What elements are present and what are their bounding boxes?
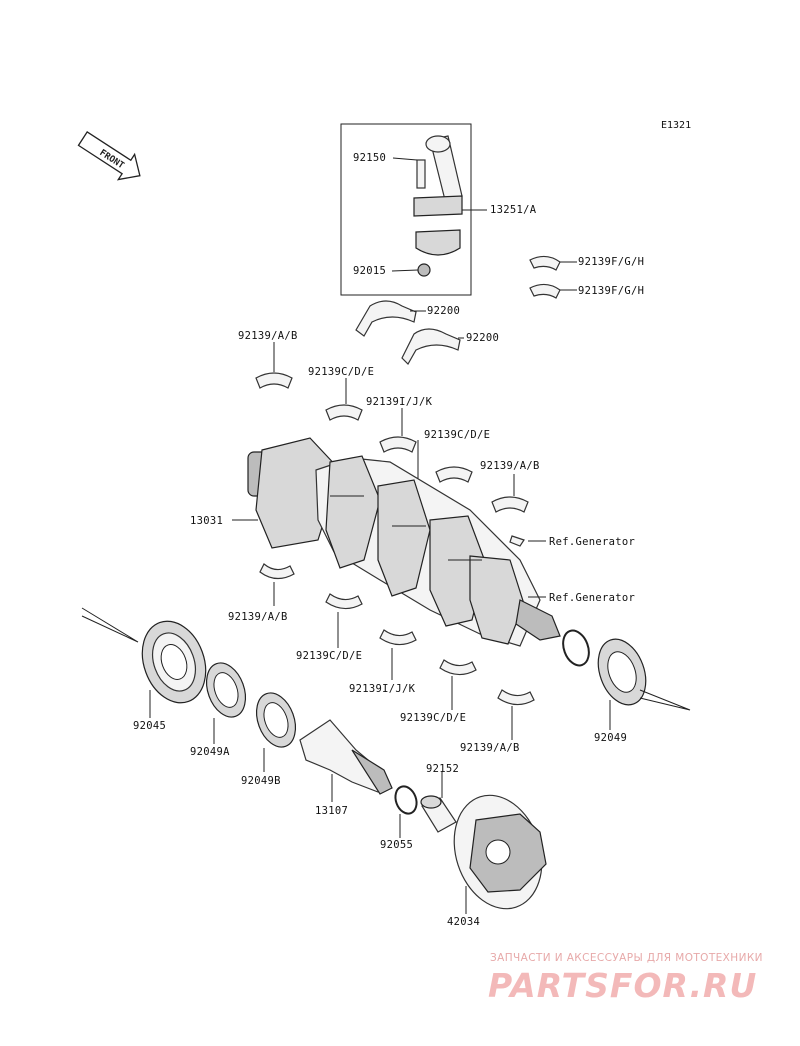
upper-bearing-shells bbox=[255, 372, 529, 513]
lower-bearing-shells bbox=[259, 563, 535, 706]
label-92139cde-3[interactable]: 92139C/D/E bbox=[296, 650, 363, 662]
coupling-42034 bbox=[453, 794, 547, 910]
label-92049b[interactable]: 92049B bbox=[241, 775, 281, 787]
label-92139ab-4[interactable]: 92139/A/B bbox=[460, 742, 520, 754]
label-92049[interactable]: 92049 bbox=[594, 732, 628, 744]
front-arrow-icon: FRONT bbox=[77, 131, 141, 181]
collar-92152 bbox=[420, 795, 457, 833]
label-92139cde-4[interactable]: 92139C/D/E bbox=[400, 712, 467, 724]
label-42034[interactable]: 42034 bbox=[447, 916, 481, 928]
label-ref-generator-1[interactable]: Ref.Generator bbox=[549, 536, 636, 548]
leader-92045-arrow bbox=[81, 607, 139, 643]
label-13031[interactable]: 13031 bbox=[190, 515, 224, 527]
label-92049a[interactable]: 92049A bbox=[190, 746, 230, 758]
label-92045[interactable]: 92045 bbox=[133, 720, 167, 732]
label-92015[interactable]: 92015 bbox=[353, 265, 387, 277]
label-92139fgh-1[interactable]: 92139F/G/H bbox=[578, 256, 645, 268]
bearing-92045 bbox=[141, 620, 207, 704]
watermark-logo: PARTSFOR.RU bbox=[488, 966, 758, 1005]
label-92055[interactable]: 92055 bbox=[380, 839, 414, 851]
oil-seal-92049 bbox=[597, 638, 647, 706]
label-92139ab-2[interactable]: 92139/A/B bbox=[480, 460, 540, 472]
label-92200-1[interactable]: 92200 bbox=[427, 305, 461, 317]
leader-92150 bbox=[392, 157, 418, 161]
label-92139cde-2[interactable]: 92139C/D/E bbox=[424, 429, 491, 441]
label-13251[interactable]: 13251/A bbox=[490, 204, 537, 216]
generator-key bbox=[509, 535, 525, 547]
circlip-ring bbox=[562, 629, 590, 667]
connecting-rod bbox=[413, 135, 463, 277]
diagram-code: E1321 bbox=[661, 120, 692, 131]
label-92139ijk-2[interactable]: 92139I/J/K bbox=[349, 683, 416, 695]
label-92200-2[interactable]: 92200 bbox=[466, 332, 500, 344]
snap-ring-92055 bbox=[394, 785, 418, 815]
thrust-washers bbox=[355, 300, 461, 365]
watermark-tagline: ЗАПЧАСТИ И АКСЕССУАРЫ ДЛЯ МОТОТЕХНИКИ bbox=[490, 952, 763, 964]
oil-seal-92049a bbox=[205, 662, 247, 718]
leader-92049-arrow bbox=[639, 689, 691, 711]
label-92139ab-1[interactable]: 92139/A/B bbox=[238, 330, 298, 342]
label-92150[interactable]: 92150 bbox=[353, 152, 387, 164]
label-92152[interactable]: 92152 bbox=[426, 763, 460, 775]
bearing-shells-fgh bbox=[529, 255, 561, 299]
label-13107[interactable]: 13107 bbox=[315, 805, 349, 817]
leader-92015 bbox=[391, 269, 419, 272]
oil-seal-92049b bbox=[255, 692, 297, 748]
label-92139ijk-1[interactable]: 92139I/J/K bbox=[366, 396, 433, 408]
crankshaft bbox=[247, 437, 561, 647]
label-ref-generator-2[interactable]: Ref.Generator bbox=[549, 592, 636, 604]
coupling-shaft-13107 bbox=[299, 719, 393, 795]
label-92139ab-3[interactable]: 92139/A/B bbox=[228, 611, 288, 623]
label-92139fgh-2[interactable]: 92139F/G/H bbox=[578, 285, 645, 297]
label-92139cde-1[interactable]: 92139C/D/E bbox=[308, 366, 375, 378]
